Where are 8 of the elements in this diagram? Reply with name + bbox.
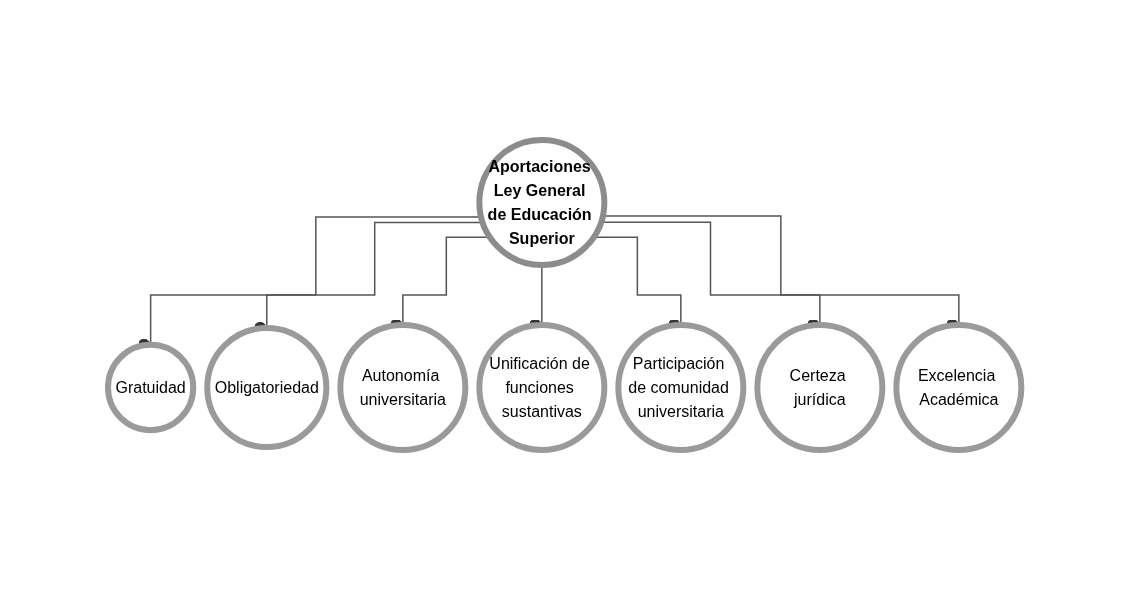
node-circle: Participación de comunidad universitaria bbox=[615, 322, 747, 453]
node-circle: Certeza jurídica bbox=[754, 322, 886, 453]
node-circle: Aportaciones Ley General de Educación Superior bbox=[476, 137, 608, 268]
node-circle: Unificación de funciones sustantivas bbox=[476, 322, 608, 453]
node-circle: Gratuidad bbox=[105, 341, 197, 434]
node-circle: Obligatoriedad bbox=[204, 324, 330, 451]
node-circle: Autonomía universitaria bbox=[337, 322, 469, 453]
node-circle: Excelencia Académica bbox=[893, 322, 1025, 453]
